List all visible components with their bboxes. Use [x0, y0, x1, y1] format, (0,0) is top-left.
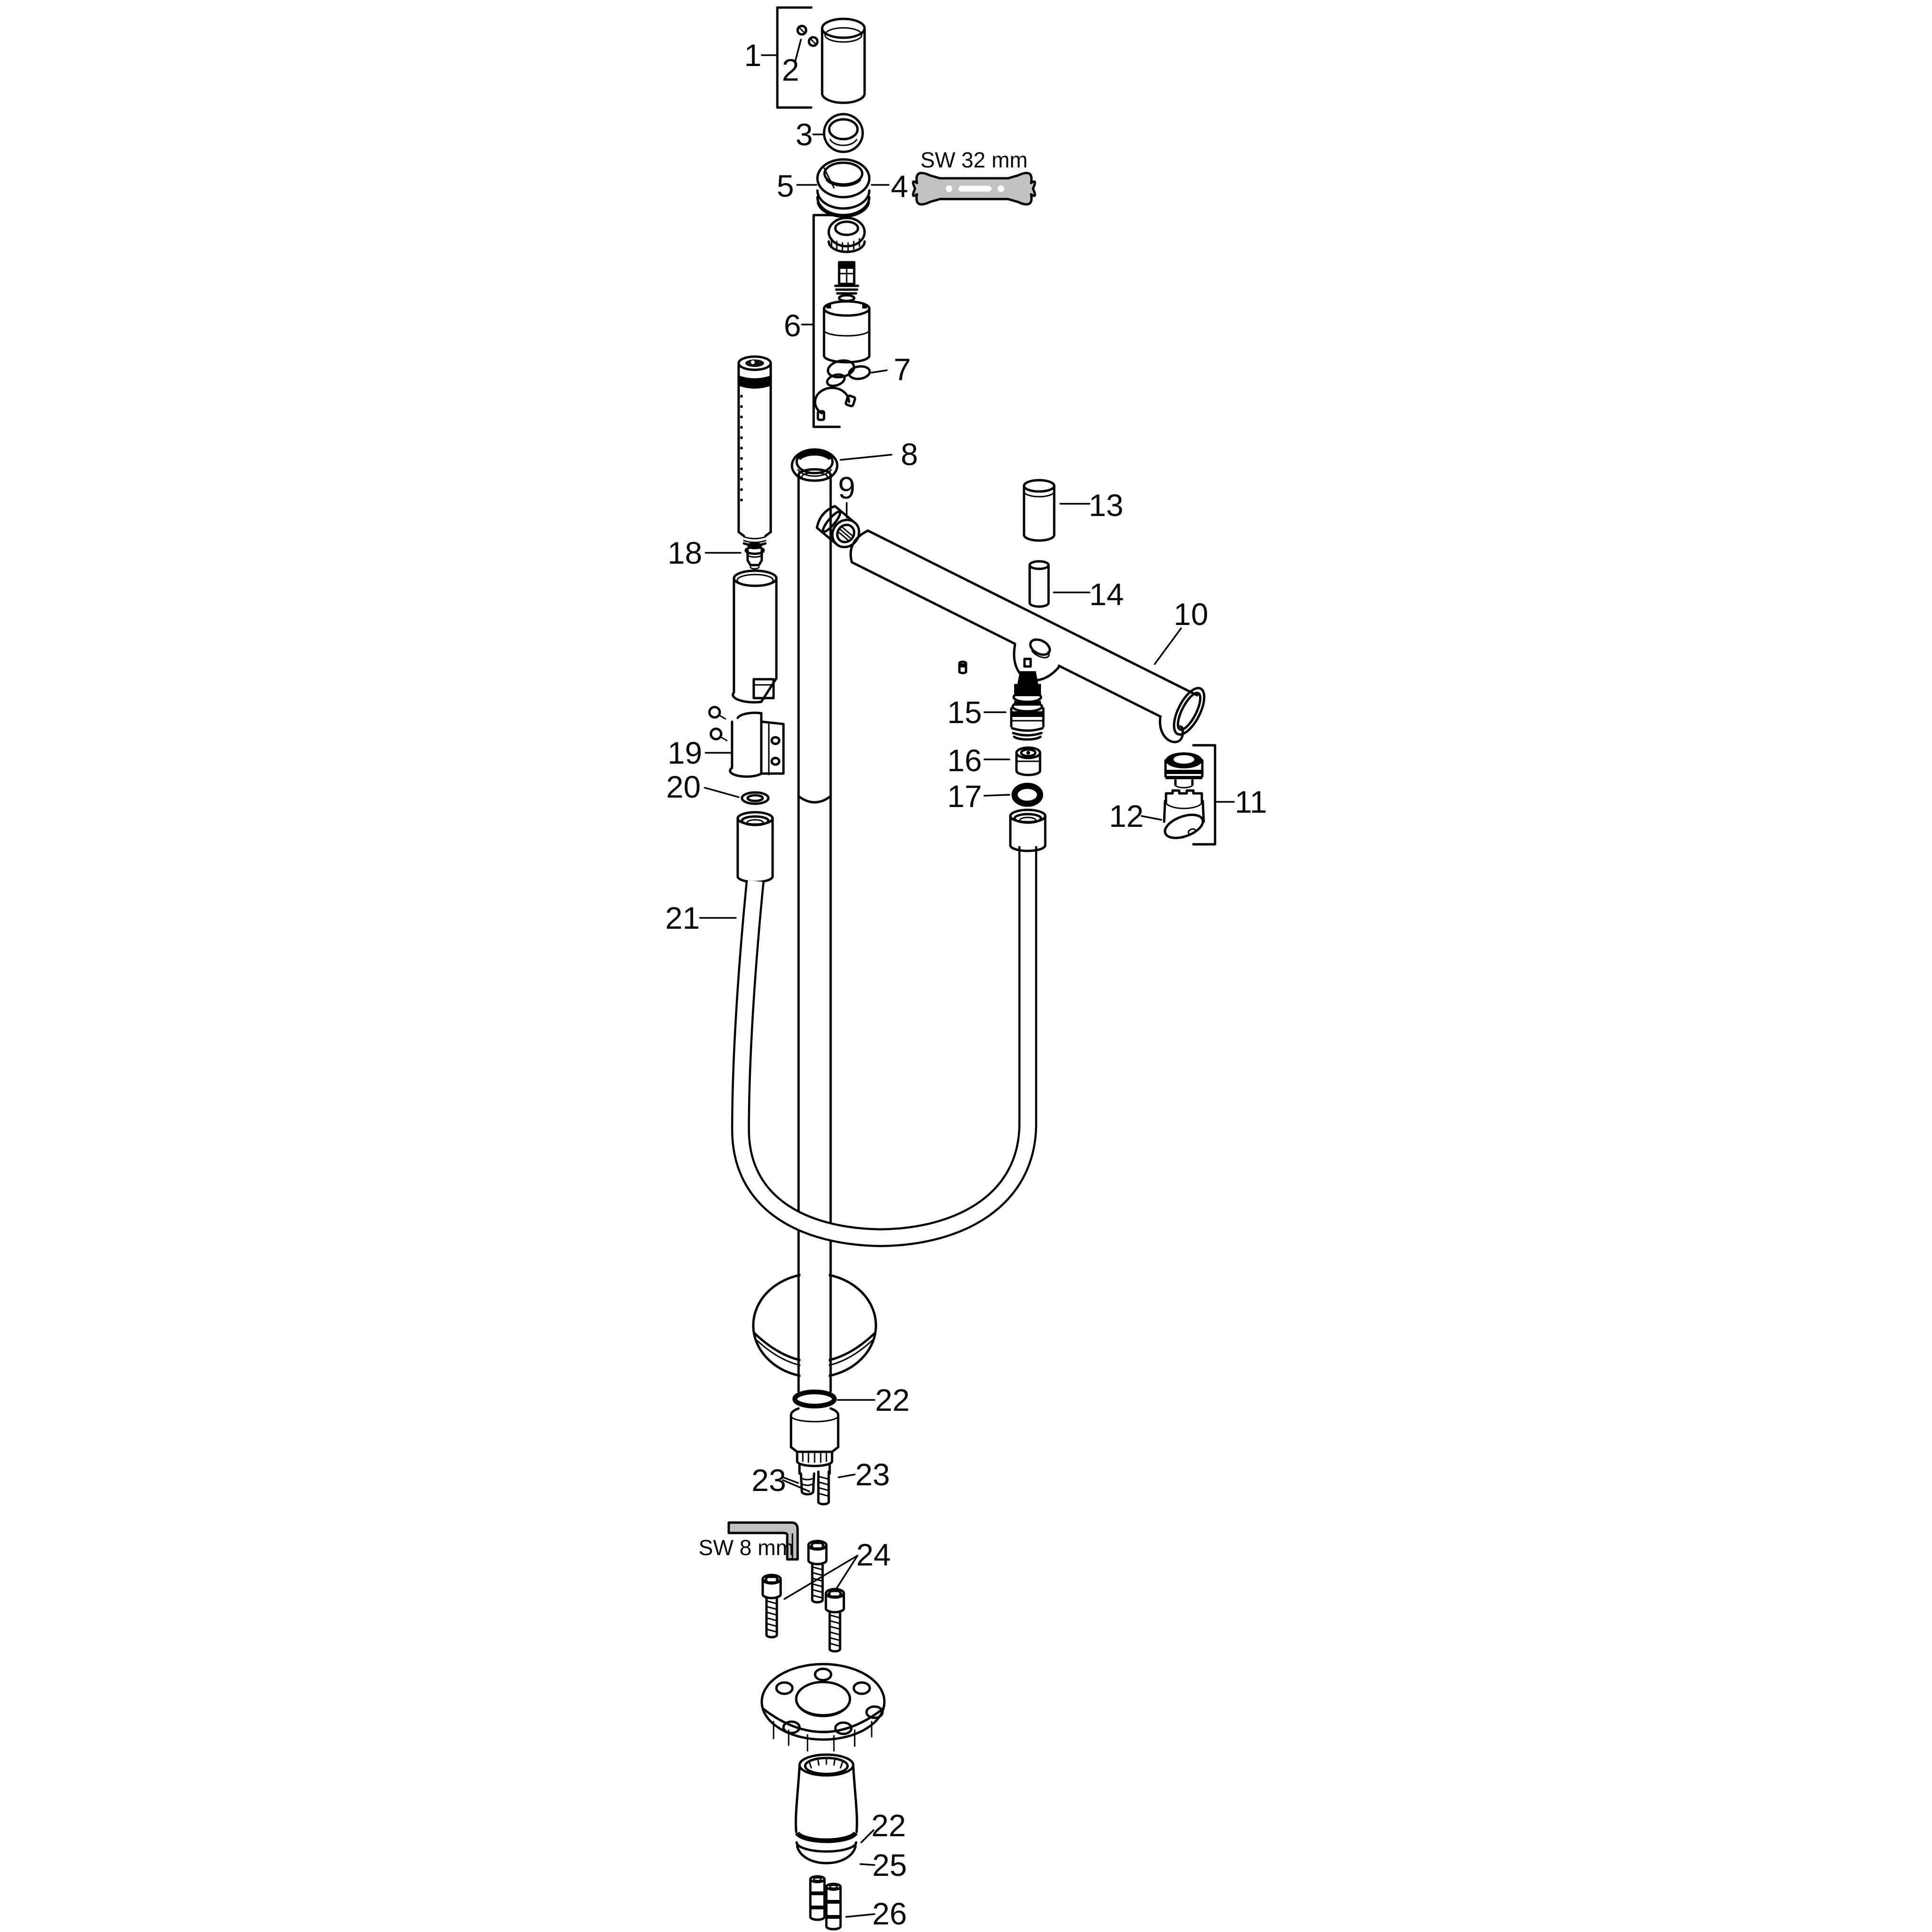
hand-shower-baton [737, 355, 772, 547]
wrench-size-annotation: SW 32 mm [920, 148, 1027, 172]
part-17-o-ring [1011, 783, 1043, 807]
callout-labels: 1 2 3 5 4 SW 32 mm 6 7 8 9 13 14 10 15 1… [665, 38, 1267, 1931]
bracket-part-1 [776, 6, 813, 109]
retaining-clip [814, 386, 857, 421]
part-label-21: 21 [665, 900, 700, 935]
mounting-flange [760, 1663, 886, 1752]
part-13-spout-sleeve [1023, 479, 1056, 542]
shower-holder-sleeve [732, 569, 778, 704]
cartridge-nut [827, 217, 866, 253]
part-label-17: 17 [947, 779, 982, 814]
part-label-1: 1 [744, 38, 762, 73]
part-label-20: 20 [666, 769, 700, 804]
part-label-26: 26 [872, 1896, 907, 1931]
threaded-stud [817, 1470, 830, 1506]
part-label-2: 2 [782, 52, 799, 87]
part-10-spout-tube [849, 529, 1206, 743]
part-label-15: 15 [947, 695, 982, 730]
mounting-screw [761, 1574, 782, 1639]
part-26-nipples [809, 1875, 842, 1931]
part-label-16: 16 [947, 743, 982, 778]
part-label-4: 4 [891, 169, 908, 204]
spray-dots [740, 395, 743, 501]
column-base-connector [790, 1407, 840, 1506]
hex-key-size-annotation: SW 8 mm [699, 1535, 794, 1560]
part-label-18: 18 [667, 535, 702, 570]
hose-union-nut-left [736, 811, 774, 883]
part-label-8: 8 [901, 437, 918, 472]
bracket-part-6 [812, 214, 841, 428]
part-19-holder-clamp [708, 706, 785, 778]
part-16-valve-bushing [1015, 746, 1041, 776]
part-25-base-adapter [794, 1753, 858, 1865]
handle-cylinder [821, 17, 866, 104]
part-22-o-ring-adapter [795, 1832, 858, 1843]
part-20-washer [741, 791, 770, 805]
hose-union-nut-right [1009, 808, 1047, 852]
leader-lines [699, 39, 1235, 1918]
part-label-24: 24 [856, 1537, 891, 1572]
part-label-3: 3 [796, 117, 813, 152]
mounting-screw [824, 1588, 845, 1653]
part-3-sleeve-ring [823, 113, 864, 153]
part-label-22-column: 22 [875, 1382, 909, 1417]
aerator-insert-upper [1164, 752, 1204, 789]
part-label-19: 19 [667, 735, 702, 770]
mixer-cartridge [823, 261, 871, 364]
part-label-10: 10 [1174, 597, 1208, 632]
part-label-6: 6 [784, 308, 801, 343]
column-section-break [797, 795, 832, 804]
spout-grub-screw [958, 660, 967, 675]
part-label-13: 13 [1089, 488, 1123, 523]
part-label-14: 14 [1089, 577, 1124, 612]
part-label-7: 7 [894, 352, 911, 387]
part-label-12: 12 [1109, 799, 1143, 833]
part-18-check-valve [744, 542, 765, 570]
part-21-shower-hose [731, 846, 1037, 1248]
part-label-23-left: 23 [751, 1463, 786, 1498]
part-7-o-ring-set [826, 359, 871, 387]
open-end-wrench-icon [912, 172, 1036, 206]
part-5-4-nut-ring [816, 158, 871, 218]
bracket-part-11 [1192, 744, 1216, 846]
part-15-diverter-cartridge [1010, 658, 1045, 741]
part-label-25: 25 [872, 1848, 907, 1882]
part-label-22-adapter: 22 [871, 1808, 906, 1843]
part-1-handle-group [776, 6, 866, 109]
part-14-bushing [1028, 560, 1050, 608]
part-22-o-ring-column [792, 1390, 837, 1408]
hex-key-icon [727, 1521, 799, 1561]
grub-screws [796, 25, 819, 47]
part-label-23-right: 23 [855, 1457, 890, 1492]
part-label-9: 9 [838, 470, 856, 505]
part-label-11: 11 [1235, 784, 1267, 819]
mounting-screw [807, 1540, 828, 1604]
part-12-aerator-housing [1163, 789, 1205, 839]
part-label-5: 5 [777, 168, 794, 203]
main-column-pipe [797, 468, 832, 1393]
